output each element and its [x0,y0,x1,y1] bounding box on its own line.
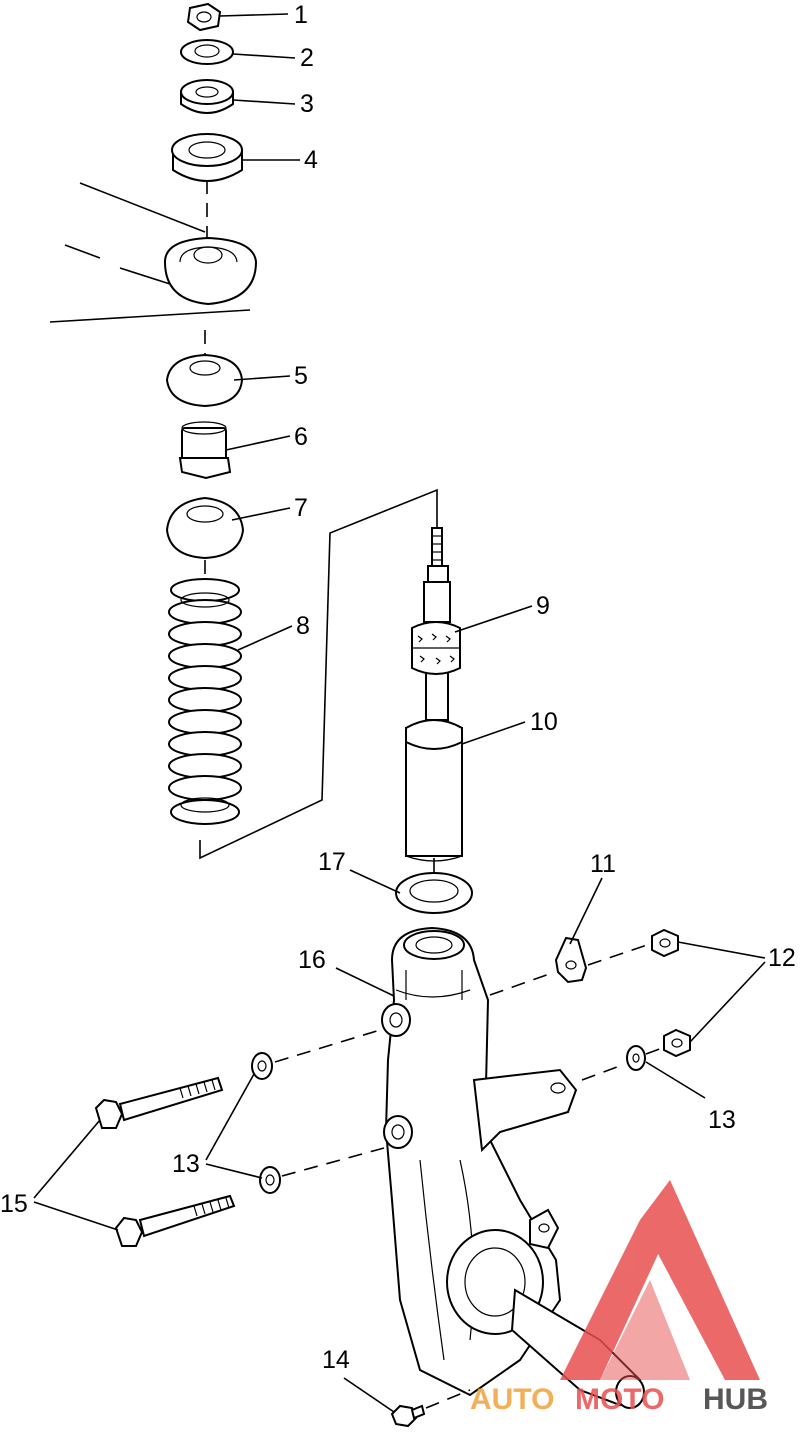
callout-14: 14 [322,1346,350,1374]
watermark-logo: AUTO MOTO HUB [470,1180,768,1416]
assembly-line-upper-bolt [274,1029,381,1063]
assembly-line-lower-bolt [281,1147,385,1177]
callout-11: 11 [590,850,616,878]
part-17-seal-washer [395,858,473,914]
callout-16: 16 [298,946,326,974]
watermark-auto: AUTO [470,1383,554,1416]
leader-lines [33,13,766,1413]
part-7-spring-seat [165,496,245,560]
part-1-nut [186,2,222,32]
part-5-dome-cap [165,353,244,408]
part-6-spacer [178,421,232,480]
part-13-washer-lower-left [259,1166,281,1194]
callout-3: 3 [300,90,314,118]
callout-17: 17 [318,848,346,876]
callout-6: 6 [294,423,308,451]
part-13-washer-right [626,1045,646,1071]
part-12-nut-upper [651,928,679,958]
part-2-washer [180,39,234,65]
part-10-shock-absorber [405,527,463,862]
callout-8: 8 [296,612,310,640]
frame-mount-plate [49,182,258,323]
watermark-triangle-left [560,1220,660,1380]
callout-13-left: 13 [172,1150,200,1178]
part-13-washer-upper-left [251,1052,273,1080]
part-11-bracket [489,936,651,996]
watermark-triangle-right [640,1180,760,1380]
callout-10: 10 [530,708,558,736]
callout-labels: 1 2 3 4 5 6 7 8 9 10 11 12 13 13 14 15 1… [0,1,796,1374]
assembly-bracket-line [199,488,438,860]
watermark-moto: MOTO [575,1383,664,1416]
watermark-triangle-inner [600,1280,690,1380]
part-9-bump-stop [411,621,461,675]
callout-5: 5 [294,362,308,390]
part-16-knuckle [381,926,645,1409]
part-14-fitting [390,1389,471,1428]
watermark-hub: HUB [703,1383,768,1416]
callout-15: 15 [0,1190,28,1218]
callout-2: 2 [300,44,314,72]
callout-7: 7 [294,494,308,522]
assembly-line-right-nut [645,1047,663,1055]
callout-13-right: 13 [708,1106,736,1134]
part-12-nut-lower [663,1028,691,1058]
part-3-bushing [180,79,234,114]
part-8-coil-spring [168,578,242,825]
callout-1: 1 [294,1,308,29]
part-15-bolt-lower [114,1194,236,1247]
callout-4: 4 [304,146,318,174]
callout-12: 12 [768,944,796,972]
part-4-upper-cup [171,133,243,182]
callout-9: 9 [536,592,550,620]
assembly-line-right-washer [581,1063,626,1081]
part-15-bolt-upper [94,1076,224,1129]
